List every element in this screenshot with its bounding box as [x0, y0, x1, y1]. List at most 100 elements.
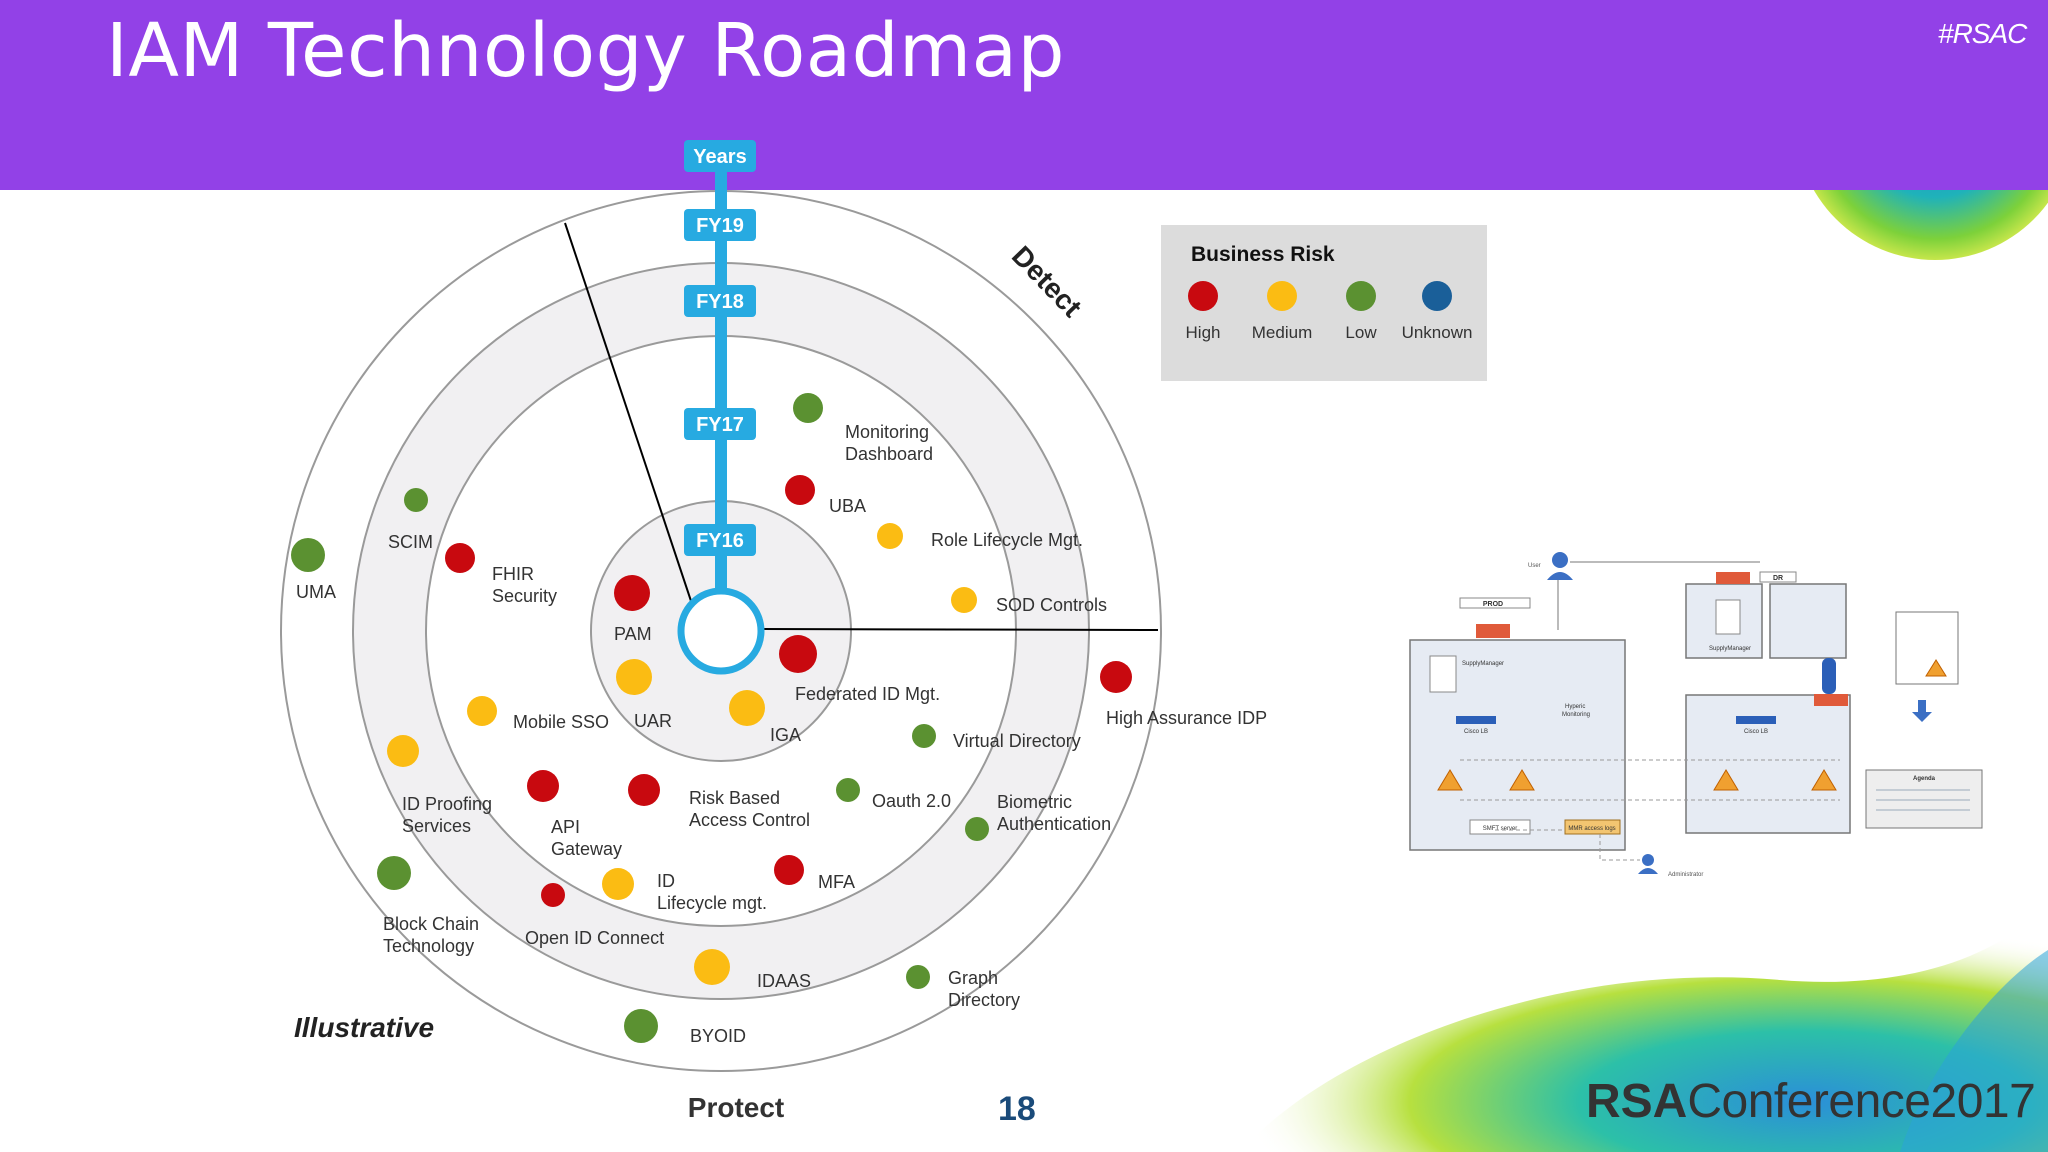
tech-label-line: Biometric — [997, 792, 1072, 812]
dr-server-icon — [1715, 599, 1741, 635]
ring-label-fy16-box — [684, 524, 756, 556]
tech-label-high-assurance-idp: High Assurance IDP — [1106, 708, 1267, 728]
tech-label-line: SOD Controls — [996, 595, 1107, 615]
tech-label-line: UMA — [296, 582, 336, 602]
tech-label-line: Lifecycle mgt. — [657, 893, 767, 913]
warning-icon — [1713, 769, 1739, 791]
tech-label-mobile-sso: Mobile SSO — [513, 712, 609, 732]
tech-label-line: High Assurance IDP — [1106, 708, 1267, 728]
tech-label-line: Monitoring — [845, 422, 929, 442]
tech-label-oauth-2-0: Oauth 2.0 — [872, 791, 951, 811]
ring-label-fy17-box — [684, 408, 756, 440]
tech-label-line: FHIR — [492, 564, 534, 584]
administrator-icon — [1642, 854, 1654, 866]
ring-label-fy18: FY18 — [696, 291, 744, 313]
smft-server-label: SMFT server — [1483, 826, 1518, 832]
dr-label: DR — [1773, 575, 1783, 582]
hyperic-monitoring-label: Hyperic Monitoring — [1562, 704, 1590, 718]
business-risk-legend: Business Risk High Medium Low Unknown — [1161, 225, 1487, 381]
hashtag: #RSAC — [1938, 18, 2027, 49]
tech-label-mfa: MFA — [818, 872, 855, 892]
legend-title: Business Risk — [1191, 243, 1335, 266]
conference-year-text: Conference2017 — [1687, 1075, 2036, 1128]
tech-label-uba: UBA — [829, 496, 866, 516]
prod-zone: PROD SupplyManager Cisco LB Hyperic Moni… — [1409, 597, 1626, 851]
legend-label-low: Low — [1345, 323, 1377, 342]
tech-label-pam: PAM — [614, 624, 652, 644]
timeline-axis — [715, 160, 727, 600]
sector-label-protect: Protect — [688, 1092, 784, 1123]
risk-dot-graph-directory — [906, 965, 930, 989]
legend-item-medium: Medium — [1242, 281, 1322, 343]
agenda-label: Agenda — [1913, 776, 1936, 782]
risk-dot-byoid — [624, 1009, 658, 1043]
risk-dot-mfa — [774, 855, 804, 885]
tech-label-role-lifecycle-mgt: Role Lifecycle Mgt. — [931, 530, 1083, 550]
prod-firewall-icon — [1476, 624, 1510, 638]
tech-label-line: PAM — [614, 624, 652, 644]
warning-icon — [1509, 769, 1535, 791]
risk-dot-uar — [616, 659, 652, 695]
risk-dot-oauth-2-0 — [836, 778, 860, 802]
tech-label-line: MFA — [818, 872, 855, 892]
tech-label-line: Dashboard — [845, 444, 933, 464]
ring-label-fy18-box — [684, 285, 756, 317]
tech-label-line: Mobile SSO — [513, 712, 609, 732]
tech-label-line: Federated ID Mgt. — [795, 684, 940, 704]
tech-label-line: Authentication — [997, 814, 1111, 834]
warning-icon — [1437, 769, 1463, 791]
tech-label-line: ID — [657, 871, 675, 891]
tech-label-idaas: IDAAS — [757, 971, 811, 991]
tech-label-line: Security — [492, 586, 557, 606]
legend-item-high: High — [1163, 281, 1243, 343]
risk-dot-scim — [404, 488, 428, 512]
tech-label-line: Graph — [948, 968, 998, 988]
mmr-logs-label: MMR access logs — [1568, 826, 1615, 832]
unknown-risk-dot — [1422, 281, 1452, 311]
rsa-conference-logo: RSAConference2017 — [1586, 1074, 2036, 1129]
risk-dot-high-assurance-idp — [1100, 661, 1132, 693]
high-risk-dot — [1188, 281, 1218, 311]
tech-label-line: Technology — [383, 936, 474, 956]
cisco-lb-label: Cisco LB — [1464, 729, 1488, 735]
ring-label-fy17: FY17 — [696, 414, 744, 436]
risk-dot-federated-id-mgt — [779, 635, 817, 673]
agenda-box — [1865, 769, 1983, 829]
tech-label-line: BYOID — [690, 1026, 746, 1046]
tech-label-line: SCIM — [388, 532, 433, 552]
legend-label-high: High — [1185, 323, 1221, 342]
dr-firewall-icon — [1814, 694, 1848, 706]
prod-load-balancer-icon — [1456, 716, 1496, 724]
legend-label-medium: Medium — [1251, 323, 1313, 342]
dr-load-balancer-icon — [1736, 716, 1776, 724]
tech-label-line: Services — [402, 816, 471, 836]
tech-label-line: Risk Based — [689, 788, 780, 808]
warning-icon — [1811, 769, 1837, 791]
rsa-brand-text: RSA — [1586, 1075, 1688, 1128]
tech-label-line: Open ID Connect — [525, 928, 664, 948]
supply-manager-dr-label: SupplyManager — [1709, 646, 1751, 652]
tech-label-line: Oauth 2.0 — [872, 791, 951, 811]
years-axis-label: Years — [693, 146, 746, 168]
user-node: User — [1528, 552, 1760, 630]
administrator-label: Administrator — [1668, 872, 1703, 878]
dr-zone: DR SupplyManager Cisco LB — [1685, 571, 1851, 834]
legend-item-unknown: Unknown — [1397, 281, 1477, 343]
tech-label-byoid: BYOID — [690, 1026, 746, 1046]
tech-label-line: UBA — [829, 496, 866, 516]
tech-label-uar: UAR — [634, 711, 672, 731]
ring-label-fy16: FY16 — [696, 530, 744, 552]
tech-label-open-id-connect: Open ID Connect — [525, 928, 664, 948]
db-cylinder-icon — [1822, 658, 1836, 694]
years-axis-label-box — [684, 140, 756, 172]
connections — [1460, 759, 1840, 861]
tech-label-line: IDAAS — [757, 971, 811, 991]
